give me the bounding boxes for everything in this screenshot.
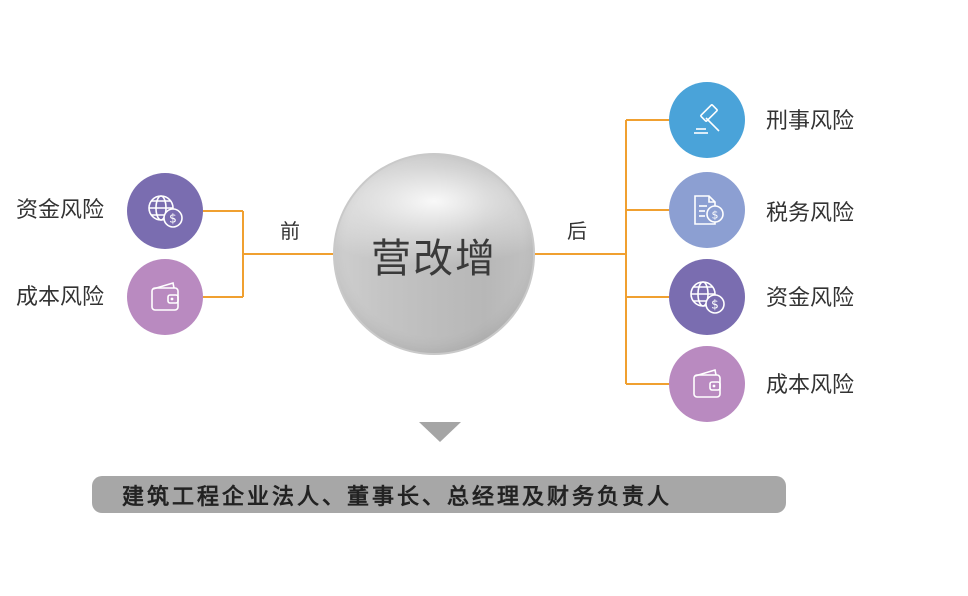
before-risk-label-funds: 资金风险 bbox=[16, 198, 105, 223]
down-arrow-icon bbox=[419, 422, 461, 442]
after-risk-node-tax: $ bbox=[669, 172, 745, 248]
banner-text: 建筑工程企业法人、董事长、总经理及财务负责人 bbox=[122, 484, 673, 510]
before-risk-label-cost: 成本风险 bbox=[16, 285, 105, 310]
after-risk-label-cost: 成本风险 bbox=[766, 373, 855, 398]
svg-text:$: $ bbox=[712, 209, 719, 222]
after-risk-node-funds: $ bbox=[669, 259, 745, 335]
wallet-icon bbox=[693, 368, 721, 398]
globe-dollar-icon: $ bbox=[690, 281, 725, 314]
svg-text:$: $ bbox=[169, 212, 177, 226]
after-risk-label-tax: 税务风险 bbox=[766, 201, 855, 226]
svg-text:$: $ bbox=[711, 298, 719, 312]
after-risk-label-funds: 资金风险 bbox=[766, 286, 855, 311]
tax-document-icon: $ bbox=[694, 195, 724, 225]
before-risk-node-cost bbox=[127, 259, 203, 335]
after-risk-node-cost bbox=[669, 346, 745, 422]
responsible-parties-banner: 建筑工程企业法人、董事长、总经理及财务负责人 bbox=[92, 476, 786, 513]
center-node: 营改增 bbox=[333, 153, 535, 355]
wallet-icon bbox=[151, 281, 179, 311]
after-risk-node-criminal bbox=[669, 82, 745, 158]
after-label: 后 bbox=[567, 219, 587, 243]
gavel-icon bbox=[694, 104, 720, 134]
after-risk-label-criminal: 刑事风险 bbox=[766, 109, 855, 134]
center-label: 营改增 bbox=[371, 236, 497, 282]
globe-dollar-icon: $ bbox=[148, 195, 183, 228]
before-label: 前 bbox=[280, 219, 300, 243]
before-risk-node-funds: $ bbox=[127, 173, 203, 249]
